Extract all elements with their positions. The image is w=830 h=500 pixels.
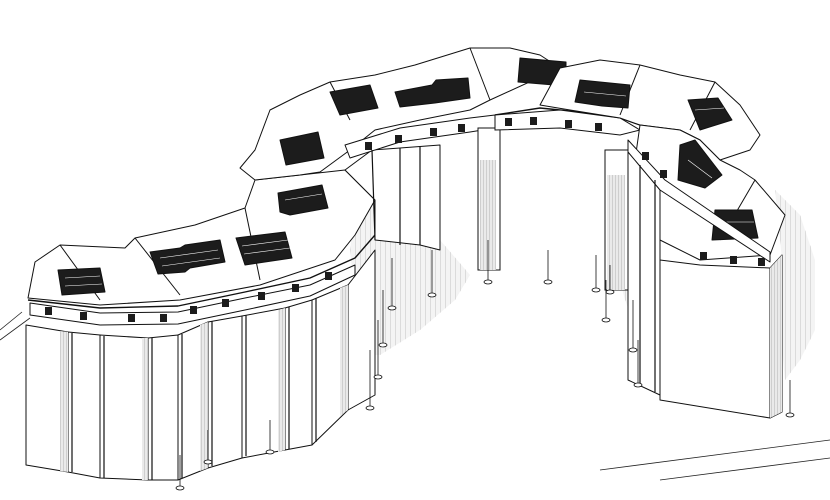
center-gate [477, 107, 642, 291]
survey-marker [543, 250, 553, 285]
left-wing-facade [25, 249, 376, 481]
left-wing-cornice [27, 234, 376, 309]
right-wing-window-band [627, 139, 771, 266]
right-wing [539, 59, 786, 419]
bend-pilasters [371, 146, 421, 245]
survey-marker [601, 280, 611, 323]
survey-marker [387, 258, 397, 311]
survey-marker [365, 350, 375, 411]
survey-marker [378, 290, 388, 348]
survey-marker [483, 240, 493, 285]
left-wing-roof-fixture-grid [64, 193, 323, 287]
survey-marker [633, 340, 643, 388]
survey-markers [175, 240, 795, 491]
left-wing-roof-fixtures [57, 184, 329, 296]
left-wing-facade-shadows [60, 285, 348, 480]
left-wing-window-band [29, 264, 356, 326]
survey-marker [373, 320, 383, 380]
left-wing [25, 169, 376, 481]
survey-marker [628, 300, 638, 353]
survey-marker [265, 420, 275, 455]
survey-marker [203, 430, 213, 465]
survey-marker [785, 380, 795, 418]
right-wing-pilasters [639, 165, 656, 392]
ground-lines [0, 311, 830, 481]
bend-facade [344, 144, 441, 251]
survey-marker [175, 455, 185, 491]
left-wing-pilasters [71, 298, 317, 480]
survey-marker [427, 250, 437, 298]
survey-marker [591, 255, 601, 293]
